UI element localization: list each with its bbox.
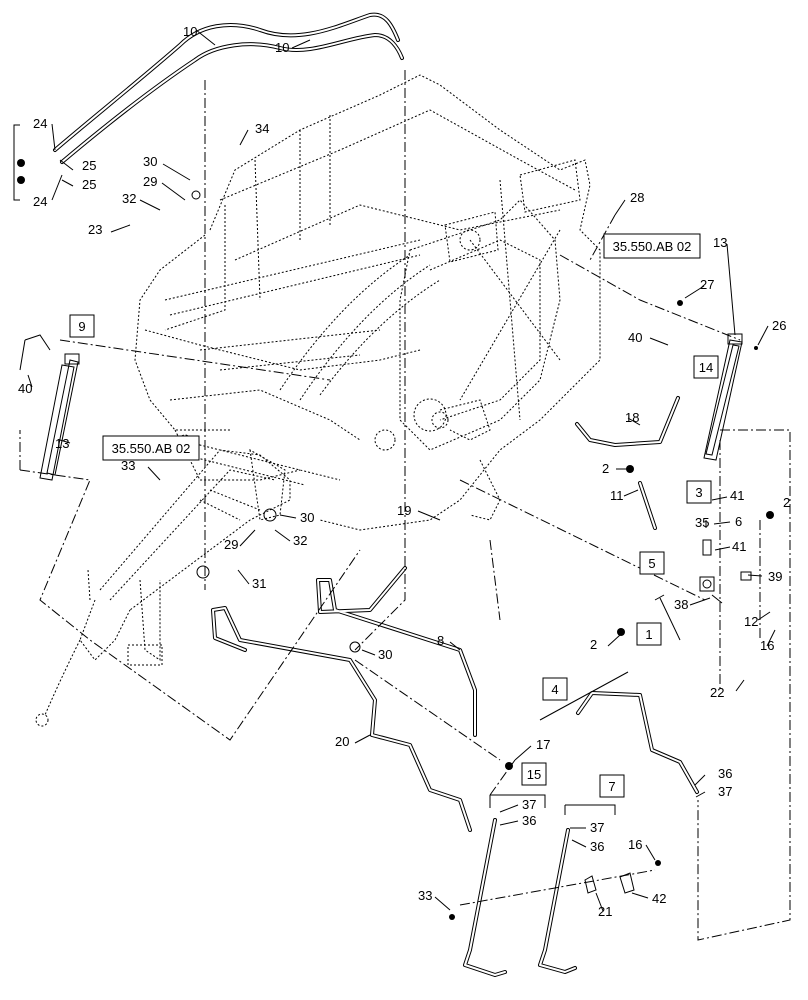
callout-29: 29 [224,537,238,552]
callout-34: 34 [255,121,269,136]
callout-30: 30 [378,647,392,662]
boxed-callout-7: 7 [608,779,615,794]
boxed-callout-15: 15 [527,767,541,782]
callout-35: 35 [695,515,709,530]
callout-21: 21 [598,904,612,919]
reference-labels: 35.550.AB 02 35.550.AB 02 [112,239,692,456]
callout-2: 2 [602,461,609,476]
callout-29: 29 [143,174,157,189]
callout-41: 41 [732,539,746,554]
hydraulic-line-20 [211,606,472,832]
callout-33: 33 [418,888,432,903]
baler-frame [134,74,601,531]
callout-boxes [69,233,719,798]
boxed-callout-3: 3 [695,485,702,500]
callout-2: 2 [590,637,597,652]
callout-16: 16 [760,638,774,653]
callout-10: 10 [183,24,197,39]
callout-20: 20 [335,734,349,749]
callout-37: 37 [590,820,604,835]
callout-25: 25 [82,177,96,192]
callout-32: 32 [293,533,307,548]
callout-2: 2 [783,495,790,510]
callout-13: 13 [713,235,727,250]
hydraulic-line-18 [575,396,680,447]
cylinder-13-left [39,353,80,481]
callout-12: 12 [744,614,758,629]
callout-26: 26 [772,318,786,333]
boxed-callout-4: 4 [551,682,558,697]
callout-30: 30 [300,510,314,525]
callout-39: 39 [768,569,782,584]
boxed-callout-1: 1 [645,627,652,642]
callout-36: 36 [522,813,536,828]
callout-16: 16 [628,837,642,852]
line-11 [638,481,657,530]
callout-27: 27 [700,277,714,292]
callout-11: 11 [610,488,624,503]
boxed-callout-9: 9 [78,319,85,334]
callout-6: 6 [735,514,742,529]
drawbar-tongue [35,449,291,727]
callout-25: 25 [82,158,96,173]
hydraulic-line-8 [316,566,477,737]
reference-label: 35.550.AB 02 [613,239,692,254]
boxed-callout-14: 14 [699,360,713,375]
tube-15 [463,818,507,977]
hydraulic-line-4 [576,691,699,794]
callout-19: 19 [397,503,411,518]
callout-18: 18 [625,410,639,425]
leader-lines [19,70,791,941]
callout-leaders [19,29,776,912]
callout-41: 41 [730,488,744,503]
callout-36: 36 [590,839,604,854]
group-brackets [13,124,681,815]
callout-24: 24 [33,194,47,209]
callout-8: 8 [437,633,444,648]
hose-10-pair [53,12,404,164]
callout-36: 36 [718,766,732,781]
reference-label: 35.550.AB 02 [112,441,191,456]
hardware-dots [17,159,774,920]
cylinder-13-right [703,333,743,461]
callout-23: 23 [88,222,102,237]
callout-40: 40 [18,381,32,396]
callout-32: 32 [122,191,136,206]
callout-17: 17 [536,737,550,752]
callout-28: 28 [630,190,644,205]
callout-24: 24 [33,116,47,131]
callout-30: 30 [143,154,157,169]
callout-31: 31 [252,576,266,591]
callout-13: 13 [55,436,69,451]
callout-40: 40 [628,330,642,345]
callout-38: 38 [674,597,688,612]
callout-22: 22 [710,685,724,700]
callout-10: 10 [275,40,289,55]
callout-33: 33 [121,458,135,473]
callout-42: 42 [652,891,666,906]
callout-37: 37 [718,784,732,799]
tube-7 [538,828,577,974]
callout-labels: 1010242525243430293223281327264040133318… [18,24,790,919]
boxed-callout-5: 5 [648,556,655,571]
callout-37: 37 [522,797,536,812]
